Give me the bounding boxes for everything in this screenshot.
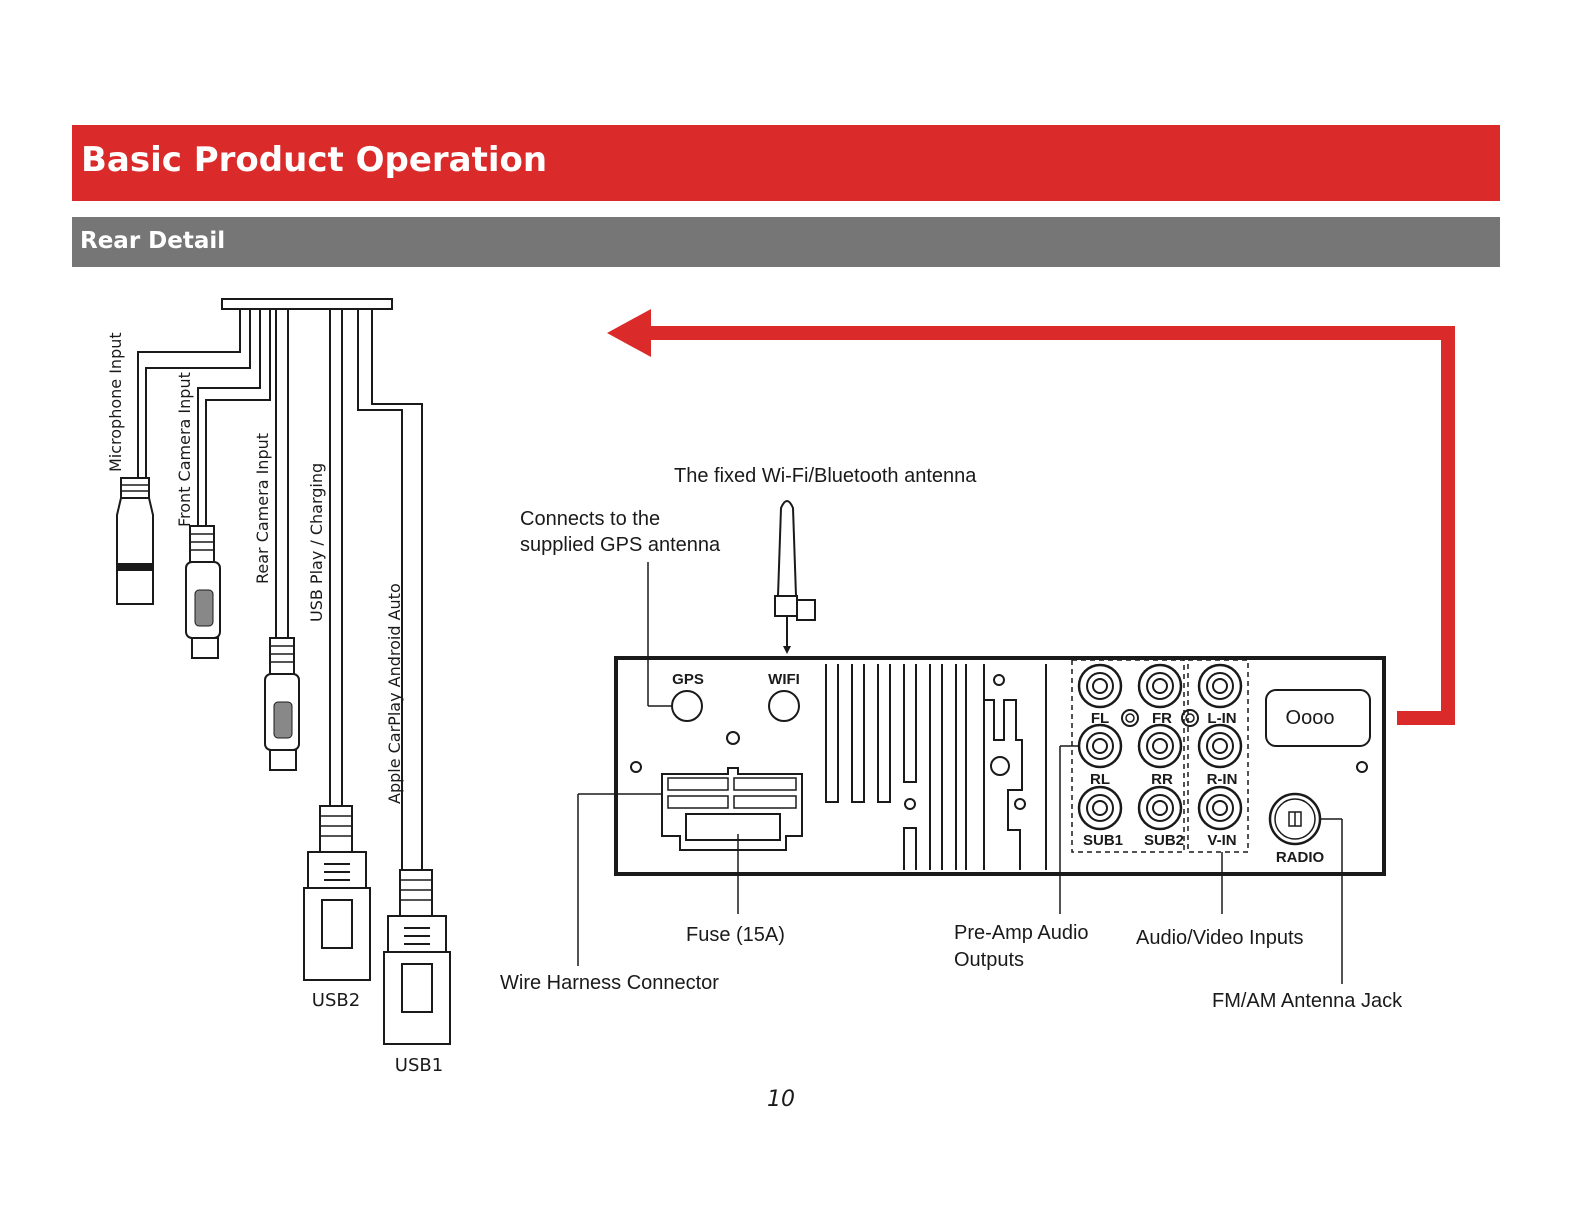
- wifi-antenna-callout: The fixed Wi-Fi/Bluetooth antenna: [674, 465, 977, 487]
- microphone-cable: [137, 309, 241, 478]
- v-in-label: V-IN: [1207, 832, 1236, 849]
- leader-lines: [577, 562, 1343, 984]
- wire-harness-connector-icon: [661, 767, 803, 851]
- cable-harness: Microphone Input Front Camera Input Rear…: [106, 298, 451, 1076]
- usb1-cable: [357, 309, 403, 870]
- rear-camera-input-label: Rear Camera Input: [253, 433, 272, 584]
- title-banner: Basic Product Operation: [72, 125, 1500, 201]
- fuse-callout: Fuse (15A): [686, 924, 785, 946]
- flow-arrow: [607, 309, 1455, 725]
- aux-port-icon: [1265, 689, 1371, 747]
- page-title: Basic Product Operation: [81, 140, 548, 180]
- microphone-input-label: Microphone Input: [106, 332, 125, 472]
- sub1-label: SUB1: [1083, 832, 1123, 849]
- page-number: 10: [767, 1087, 795, 1112]
- r-in-label: R-IN: [1207, 771, 1238, 788]
- usb1-label: USB1: [395, 1055, 443, 1076]
- rca-jacks-icon: [1077, 663, 1243, 831]
- rear-camera-rca-icon: [264, 637, 300, 771]
- rear-panel: GPS WIFI FL FR L-IN RL RR R-IN SUB1 SUB2…: [614, 656, 1386, 876]
- gps-port-label: GPS: [672, 671, 704, 688]
- section-title: Rear Detail: [80, 228, 226, 254]
- wifi-port-label: WIFI: [768, 671, 800, 688]
- preamp-callout-line1: Pre-Amp Audio: [954, 922, 1089, 944]
- wifi-jack-icon: [768, 690, 800, 722]
- gps-jack-icon: [671, 690, 703, 722]
- carplay-android-auto-label: Apple CarPlay Android Auto: [385, 583, 404, 804]
- wifi-antenna-icon: [774, 500, 816, 654]
- fl-label: FL: [1091, 710, 1109, 727]
- l-in-label: L-IN: [1207, 710, 1236, 727]
- usb2-plug-icon: [303, 805, 371, 981]
- usb1-plug-icon: [383, 869, 451, 1045]
- usb-play-charging-label: USB Play / Charging: [307, 463, 326, 622]
- radio-label: RADIO: [1276, 849, 1325, 866]
- fr-label: FR: [1152, 710, 1172, 727]
- harness-bar: [221, 298, 393, 310]
- gps-callout-line2: supplied GPS antenna: [520, 534, 721, 556]
- front-camera-cable: [197, 309, 261, 526]
- section-banner: Rear Detail: [72, 217, 1500, 267]
- gps-callout-line1: Connects to the: [520, 508, 660, 530]
- microphone-jack-icon: [116, 477, 154, 605]
- usb2-label: USB2: [312, 990, 360, 1011]
- rr-label: RR: [1151, 771, 1173, 788]
- front-camera-rca-icon: [185, 525, 221, 659]
- sub2-label: SUB2: [1144, 832, 1184, 849]
- aux-port-label: Oooo: [1286, 707, 1335, 729]
- antenna-jack-callout: FM/AM Antenna Jack: [1212, 990, 1403, 1012]
- av-inputs-callout: Audio/Video Inputs: [1136, 927, 1304, 949]
- wire-harness-callout: Wire Harness Connector: [500, 972, 719, 994]
- front-camera-input-label: Front Camera Input: [175, 372, 194, 527]
- arrow-head-icon: [607, 309, 651, 357]
- rl-label: RL: [1090, 771, 1110, 788]
- radio-antenna-jack-icon: [1268, 792, 1322, 846]
- preamp-callout-line2: Outputs: [954, 949, 1024, 971]
- heat-sink-icon: [825, 664, 1047, 870]
